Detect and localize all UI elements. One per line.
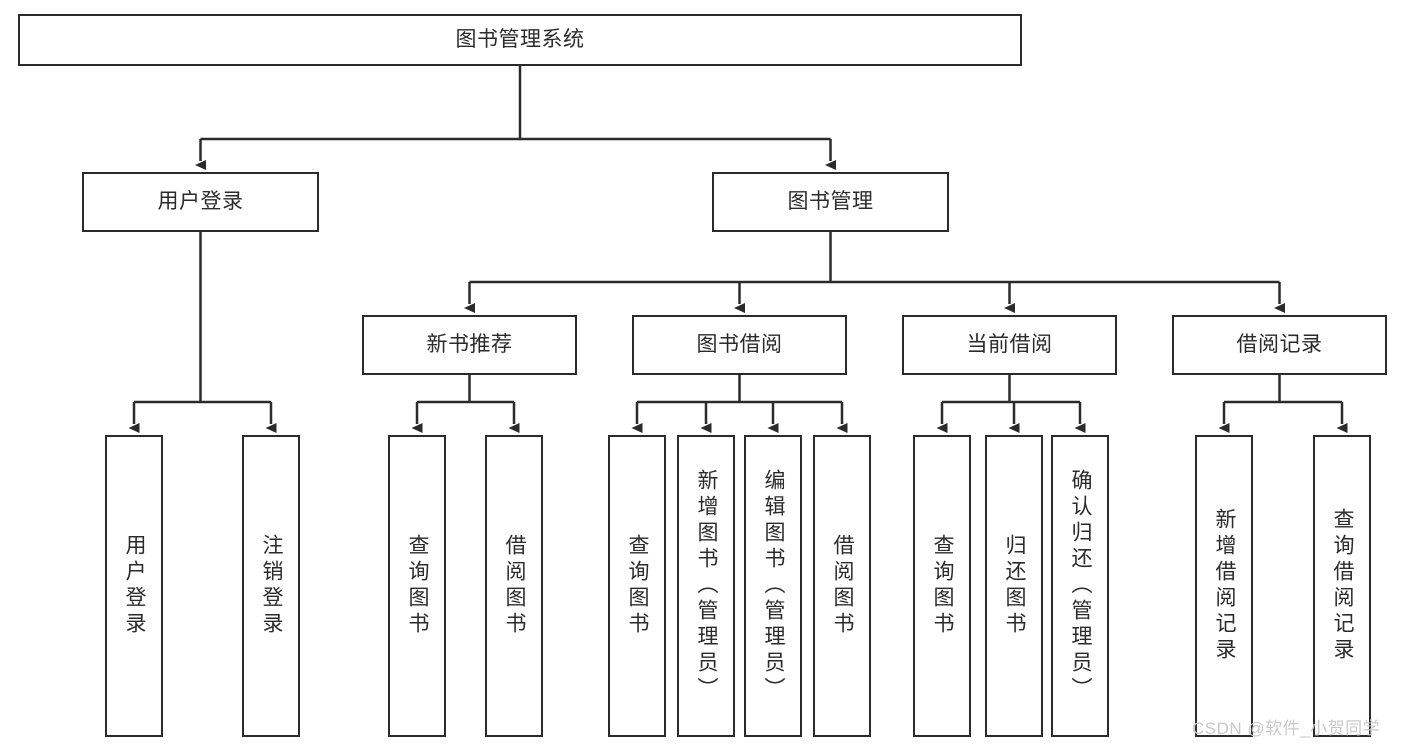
node-leaf-edit-book-admin[interactable]: 编辑图书（管理员） xyxy=(744,435,802,737)
node-leaf-query-book-1[interactable]: 查询图书 xyxy=(388,435,446,737)
node-leaf-return-book[interactable]: 归还图书 xyxy=(985,435,1043,737)
node-leaf-query-book-3-label: 查询图书 xyxy=(931,534,955,638)
node-new-book-recommend[interactable]: 新书推荐 xyxy=(362,315,577,375)
node-leaf-add-borrow-record-label: 新增借阅记录 xyxy=(1213,508,1237,664)
watermark-text: CSDN @软件_小贺同学 xyxy=(1192,719,1381,738)
node-leaf-confirm-return-admin[interactable]: 确认归还（管理员） xyxy=(1051,435,1109,737)
node-leaf-add-book-admin-label: 新增图书（管理员） xyxy=(695,469,719,703)
node-current-borrow[interactable]: 当前借阅 xyxy=(902,315,1117,375)
node-leaf-user-logout-label: 注销登录 xyxy=(260,534,284,638)
node-leaf-user-login-label: 用户登录 xyxy=(123,534,147,638)
node-borrow-record[interactable]: 借阅记录 xyxy=(1172,315,1387,375)
node-leaf-borrow-book-1[interactable]: 借阅图书 xyxy=(485,435,543,737)
node-new-book-recommend-label: 新书推荐 xyxy=(426,332,513,356)
node-leaf-borrow-book-1-label: 借阅图书 xyxy=(503,534,527,638)
node-leaf-query-book-2[interactable]: 查询图书 xyxy=(608,435,666,737)
node-leaf-query-book-3[interactable]: 查询图书 xyxy=(913,435,971,737)
node-leaf-add-book-admin[interactable]: 新增图书（管理员） xyxy=(677,435,735,737)
node-current-borrow-label: 当前借阅 xyxy=(966,332,1053,356)
node-leaf-confirm-return-admin-label: 确认归还（管理员） xyxy=(1069,469,1093,703)
node-leaf-user-login[interactable]: 用户登录 xyxy=(105,435,163,737)
node-leaf-edit-book-admin-label: 编辑图书（管理员） xyxy=(762,469,786,703)
node-leaf-borrow-book-2[interactable]: 借阅图书 xyxy=(813,435,871,737)
node-book-borrow[interactable]: 图书借阅 xyxy=(632,315,847,375)
node-borrow-record-label: 借阅记录 xyxy=(1236,332,1323,356)
node-leaf-borrow-book-2-label: 借阅图书 xyxy=(831,534,855,638)
node-book-manage[interactable]: 图书管理 xyxy=(712,172,949,232)
node-leaf-query-borrow-record-label: 查询借阅记录 xyxy=(1331,508,1355,664)
node-book-manage-label: 图书管理 xyxy=(787,189,874,213)
node-leaf-user-logout[interactable]: 注销登录 xyxy=(242,435,300,737)
node-user-login-label: 用户登录 xyxy=(157,189,244,213)
node-root-label: 图书管理系统 xyxy=(455,27,585,51)
node-user-login[interactable]: 用户登录 xyxy=(82,172,319,232)
node-leaf-add-borrow-record[interactable]: 新增借阅记录 xyxy=(1195,435,1253,737)
node-book-borrow-label: 图书借阅 xyxy=(696,332,783,356)
node-leaf-query-borrow-record[interactable]: 查询借阅记录 xyxy=(1313,435,1371,737)
node-leaf-query-book-1-label: 查询图书 xyxy=(406,534,430,638)
node-root[interactable]: 图书管理系统 xyxy=(18,14,1022,66)
node-leaf-return-book-label: 归还图书 xyxy=(1003,534,1027,638)
node-leaf-query-book-2-label: 查询图书 xyxy=(626,534,650,638)
